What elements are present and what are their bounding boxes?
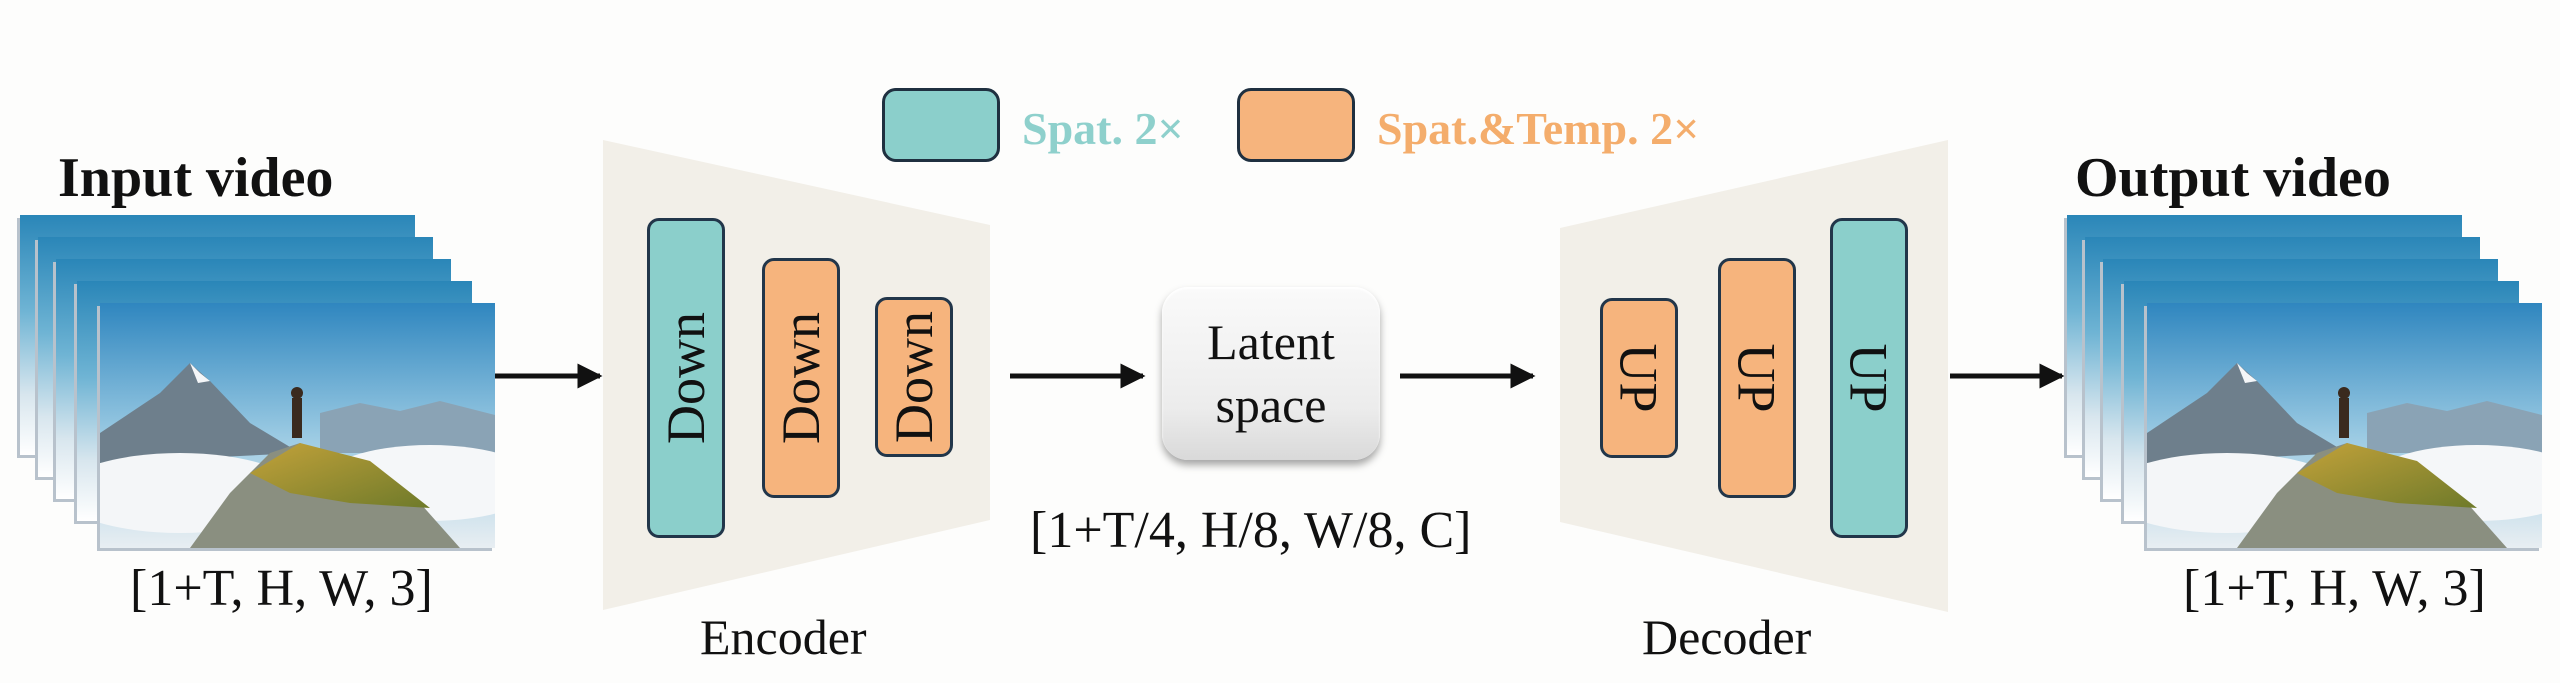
latent-dims: [1+T/4, H/8, W/8, C] [1030,502,1472,559]
legend-swatch-spatial [882,88,1000,162]
decoder-block-label: UP [1727,343,1787,413]
encoder-block-spatiotemporal-1: Down [762,258,840,498]
input-video-title: Input video [58,147,334,209]
decoder-label: Decoder [1642,609,1812,665]
input-frame-front [100,303,495,548]
legend-label-spatiotemporal: Spat.&Temp. 2× [1377,103,1700,154]
legend-label-spatial: Spat. 2× [1022,103,1184,154]
output-frame-front [2147,303,2542,548]
decoder-block-spatiotemporal-2: UP [1718,258,1796,498]
mountain-scene-image [100,303,495,548]
encoder-label: Encoder [700,609,867,665]
encoder-block-label: Down [884,311,944,443]
legend-swatch-spatiotemporal [1237,88,1355,162]
encoder-block-label: Down [771,312,831,444]
latent-space-box: Latent space [1162,287,1380,460]
encoder-block-label: Down [656,312,716,444]
latent-label-line2: space [1215,376,1327,433]
encoder-block-spatiotemporal-2: Down [875,297,953,457]
latent-label-line1: Latent [1207,314,1335,370]
decoder-block-spatiotemporal-1: UP [1600,298,1678,458]
output-dims: [1+T, H, W, 3] [2183,560,2486,617]
mountain-scene-image [2147,303,2542,548]
decoder-block-label: UP [1609,343,1669,413]
decoder-block-label: UP [1839,343,1899,413]
input-dims: [1+T, H, W, 3] [130,560,433,617]
decoder-block-spatial: UP [1830,218,1908,538]
output-video-title: Output video [2075,147,2391,209]
encoder-block-spatial: Down [647,218,725,538]
